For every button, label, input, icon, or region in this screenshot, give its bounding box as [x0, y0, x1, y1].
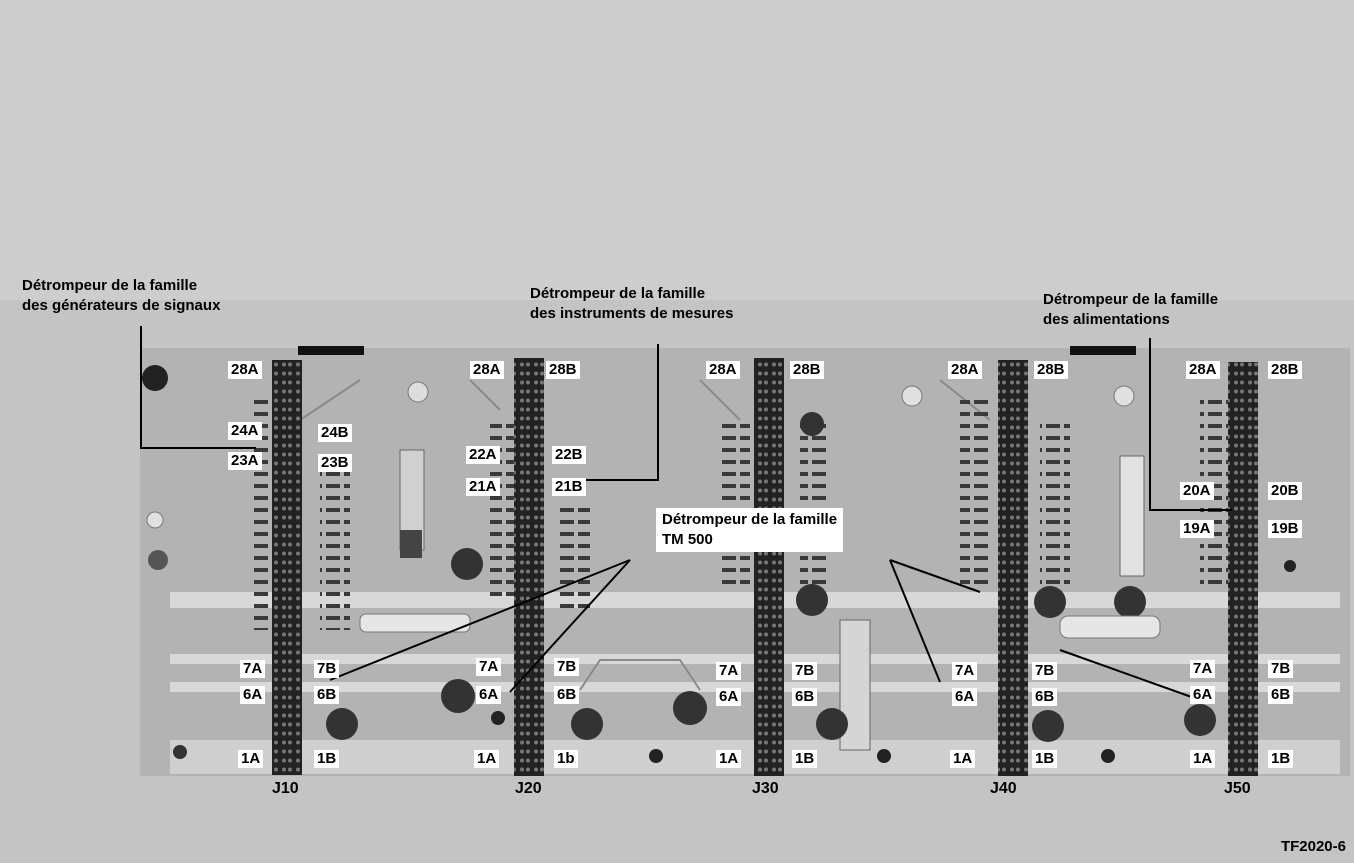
pin-label: 6B: [314, 686, 340, 704]
connector-label-j50: J50: [1224, 780, 1251, 797]
pin-label: 1B: [314, 750, 340, 768]
pin-label: 28B: [1268, 361, 1302, 379]
connector-j20: [514, 358, 544, 776]
pin-label: 1B: [792, 750, 818, 768]
pin-label: 28B: [1034, 361, 1068, 379]
pin-label: 28A: [228, 361, 262, 379]
pin-label: 1A: [716, 750, 742, 768]
leader-lines: [140, 326, 1232, 701]
pin-label: 24A: [228, 422, 262, 440]
pin-label: 1b: [554, 750, 578, 768]
pin-label: 22B: [552, 446, 586, 464]
caption-line: Détrompeur de la famille: [662, 511, 838, 528]
pin-label: 1A: [1190, 750, 1216, 768]
connector-label-j40: J40: [990, 780, 1017, 797]
pin-label: 28A: [470, 361, 504, 379]
caption-line: Détrompeur de la famille: [1043, 291, 1219, 308]
pin-label: 28A: [706, 361, 740, 379]
pin-label: 20A: [1180, 482, 1214, 500]
pin-label: 1B: [1268, 750, 1294, 768]
pin-label: 20B: [1268, 482, 1302, 500]
components: [142, 365, 1296, 763]
connector-j40: [998, 360, 1028, 776]
pin-label: 6A: [1190, 686, 1216, 704]
pin-label: 6B: [792, 688, 818, 706]
pin-label: 7B: [792, 662, 818, 680]
pin-label: 6A: [716, 688, 742, 706]
pin-label: 28A: [948, 361, 982, 379]
key-bars: [298, 346, 1136, 355]
pin-label: 7A: [476, 658, 502, 676]
pin-label: 19A: [1180, 520, 1214, 538]
pin-label: 21B: [552, 478, 586, 496]
pin-label: 22A: [466, 446, 500, 464]
caption-line: des instruments de mesures: [530, 305, 734, 322]
caption-line: des alimentations: [1043, 311, 1170, 328]
pin-label: 6B: [1268, 686, 1294, 704]
figure-id: TF2020-6: [1280, 838, 1346, 855]
pin-label: 7B: [1268, 660, 1294, 678]
pin-label: 1B: [1032, 750, 1058, 768]
pin-label: 6B: [1032, 688, 1058, 706]
pin-label: 19B: [1268, 520, 1302, 538]
pin-label: 7A: [240, 660, 266, 678]
pin-label: 23A: [228, 452, 262, 470]
caption-power-supplies: Détrompeur de la famille des alimentatio…: [1043, 290, 1218, 330]
pin-label: 28A: [1186, 361, 1220, 379]
caption-tm500: Détrompeur de la famille TM 500: [656, 508, 844, 552]
pin-label: 7A: [952, 662, 978, 680]
caption-line: Détrompeur de la famille: [22, 277, 198, 294]
connector-j30: [754, 358, 784, 776]
pin-label: 6A: [240, 686, 266, 704]
pin-label: 6B: [554, 686, 580, 704]
connector-label-j30: J30: [752, 780, 779, 797]
caption-line: TM 500: [662, 531, 713, 548]
pin-label: 23B: [318, 454, 352, 472]
pin-label: 1A: [474, 750, 500, 768]
connector-j10: [272, 360, 302, 775]
pin-label: 28B: [790, 361, 824, 379]
pin-label: 28B: [546, 361, 580, 379]
connector-label-j10: J10: [272, 780, 299, 797]
pin-label: 6A: [952, 688, 978, 706]
connector-j50: [1228, 362, 1258, 776]
pin-label: 7A: [1190, 660, 1216, 678]
board-traces: [299, 379, 991, 691]
caption-signal-generators: Détrompeur de la famille des générateurs…: [22, 276, 220, 316]
connector-strips: [272, 358, 1258, 776]
pin-label: 24B: [318, 424, 352, 442]
pin-label: 7B: [314, 660, 340, 678]
caption-line: des générateurs de signaux: [22, 297, 221, 314]
pin-label: 7B: [1032, 662, 1058, 680]
caption-line: Détrompeur de la famille: [530, 285, 706, 302]
pin-label: 1A: [238, 750, 264, 768]
pin-label: 21A: [466, 478, 500, 496]
connector-label-j20: J20: [515, 780, 542, 797]
pin-label: 1A: [950, 750, 976, 768]
pin-label: 7B: [554, 658, 580, 676]
pin-label: 7A: [716, 662, 742, 680]
pin-label: 6A: [476, 686, 502, 704]
caption-measuring-instruments: Détrompeur de la famille des instruments…: [530, 284, 733, 324]
